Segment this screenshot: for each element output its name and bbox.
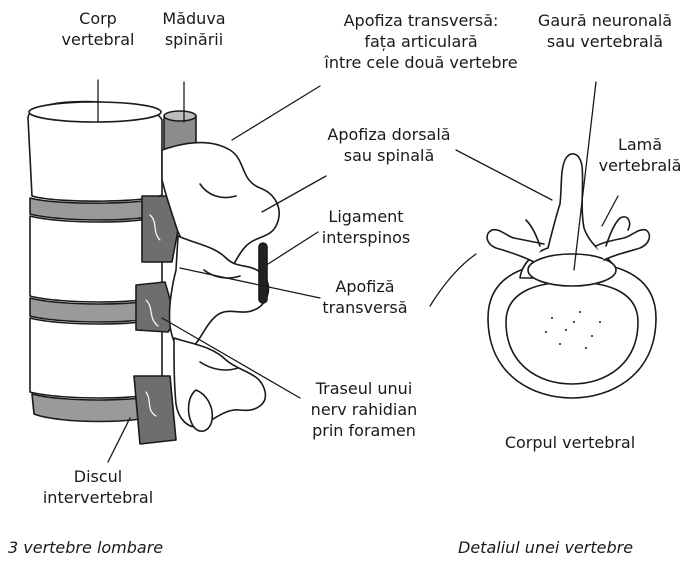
caption-left: 3 vertebre lombare [8,538,163,557]
label-lama-vertebrala: Lamă vertebrală [592,134,688,176]
label-gaura-neuronala: Gaură neuronală sau vertebrală [530,10,680,52]
label-apofiza-transversa-articular: Apofiza transversă: fața articulară într… [306,10,536,73]
label-traseul-nerv: Traseul unui nerv rahidian prin foramen [294,378,434,441]
label-corpul-vertebral: Corpul vertebral [480,432,660,453]
label-apofiza-dorsala: Apofiza dorsală sau spinală [314,124,464,166]
label-apofiza-transversa: Apofiză transversă [314,276,416,318]
label-ligament-interspinos: Ligament interspinos [306,206,426,248]
vertebral-body-1 [28,102,162,202]
label-discul-intervertebral: Discul intervertebral [24,466,172,508]
label-corp-vertebral: Corp vertebral [52,8,144,50]
vertebra-detail [487,154,656,398]
interspinous-ligament [259,243,267,303]
label-maduva-spinarii: Măduva spinării [148,8,240,50]
caption-right: Detaliul unei vertebre [458,538,633,557]
